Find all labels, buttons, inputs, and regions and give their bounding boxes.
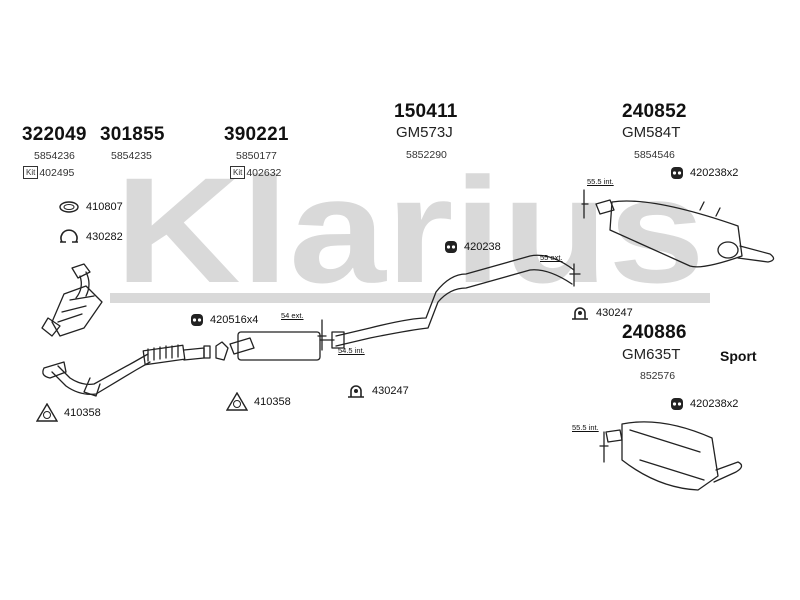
dimension-label: 55.5 int.: [587, 177, 614, 186]
gm-code: GM573J: [396, 124, 453, 141]
accessory-item[interactable]: 420238x2: [670, 397, 738, 411]
oem-number: 5854236: [34, 150, 75, 162]
kit-code: 402495: [39, 166, 75, 179]
accessory-code: 410358: [64, 407, 101, 419]
flange-gasket-icon: [36, 403, 58, 422]
gm-code: GM584T: [622, 124, 681, 141]
front-pipe-drawing: [42, 344, 211, 397]
ring-gasket-icon: [59, 201, 79, 213]
accessory-item[interactable]: 410358: [36, 403, 101, 423]
kit-label: Kit: [23, 166, 39, 179]
kit-number: Kit 402495: [23, 166, 74, 179]
accessory-code: 430282: [86, 231, 123, 243]
accessory-code: 420516x4: [210, 314, 259, 326]
accessory-item[interactable]: 430247: [346, 383, 409, 399]
intermediate-pipe-drawing: [331, 254, 575, 349]
flange-gasket-icon: [226, 392, 248, 411]
oem-number: 5854546: [634, 149, 675, 161]
part-number[interactable]: 150411: [394, 101, 458, 122]
catalytic-converter-drawing: [41, 263, 103, 337]
dimension-label: 54 ext.: [281, 311, 304, 320]
accessory-code: 430247: [372, 385, 409, 397]
accessory-code: 420238: [464, 241, 501, 253]
accessory-item[interactable]: 420238x2: [670, 166, 738, 180]
accessory-item[interactable]: 430247: [570, 305, 633, 321]
svg-text:Klarius: Klarius: [115, 146, 705, 314]
accessory-code: 410358: [254, 396, 291, 408]
rubber-hanger-icon: [445, 241, 457, 253]
accessory-item[interactable]: 410358: [226, 392, 291, 412]
part-number[interactable]: 240886: [622, 322, 687, 343]
bracket-mount-icon: [572, 307, 588, 320]
dimension-label: 55 ext.: [540, 253, 563, 262]
part-number[interactable]: 322049: [22, 124, 87, 145]
accessory-code: 410807: [86, 201, 123, 213]
kit-label: Kit: [230, 166, 246, 179]
dimension-label: 55.5 int.: [572, 423, 599, 432]
rear-silencer-drawing: [595, 199, 775, 268]
oem-number: 852576: [640, 370, 676, 382]
part-number[interactable]: 390221: [224, 124, 289, 145]
kit-number: Kit 402632: [230, 166, 281, 179]
bracket-mount-icon: [348, 385, 364, 398]
sport-label: Sport: [720, 348, 757, 364]
clamp-icon: [60, 229, 78, 243]
oem-number: 5854235: [111, 150, 152, 162]
oem-number: 5852290: [406, 149, 447, 161]
accessory-item[interactable]: 420238: [444, 240, 501, 254]
sport-silencer-drawing: [605, 421, 743, 491]
part-number[interactable]: 240852: [622, 101, 687, 122]
rubber-hanger-icon: [191, 314, 203, 326]
accessory-item[interactable]: 420516x4: [190, 313, 258, 327]
gm-code: GM635T: [622, 346, 681, 363]
accessory-code: 430247: [596, 307, 633, 319]
accessory-item[interactable]: 430282: [58, 228, 123, 246]
kit-code: 402632: [246, 166, 282, 179]
accessory-code: 420238x2: [690, 167, 739, 179]
part-number[interactable]: 301855: [100, 124, 165, 145]
accessory-item[interactable]: 410807: [58, 200, 123, 214]
oem-number: 5850177: [236, 150, 277, 162]
accessory-code: 420238x2: [690, 398, 739, 410]
rubber-hanger-icon: [671, 167, 683, 179]
centre-silencer-drawing: [215, 331, 335, 361]
dimension-label: 54.5 int.: [338, 346, 365, 355]
rubber-hanger-icon: [671, 398, 683, 410]
